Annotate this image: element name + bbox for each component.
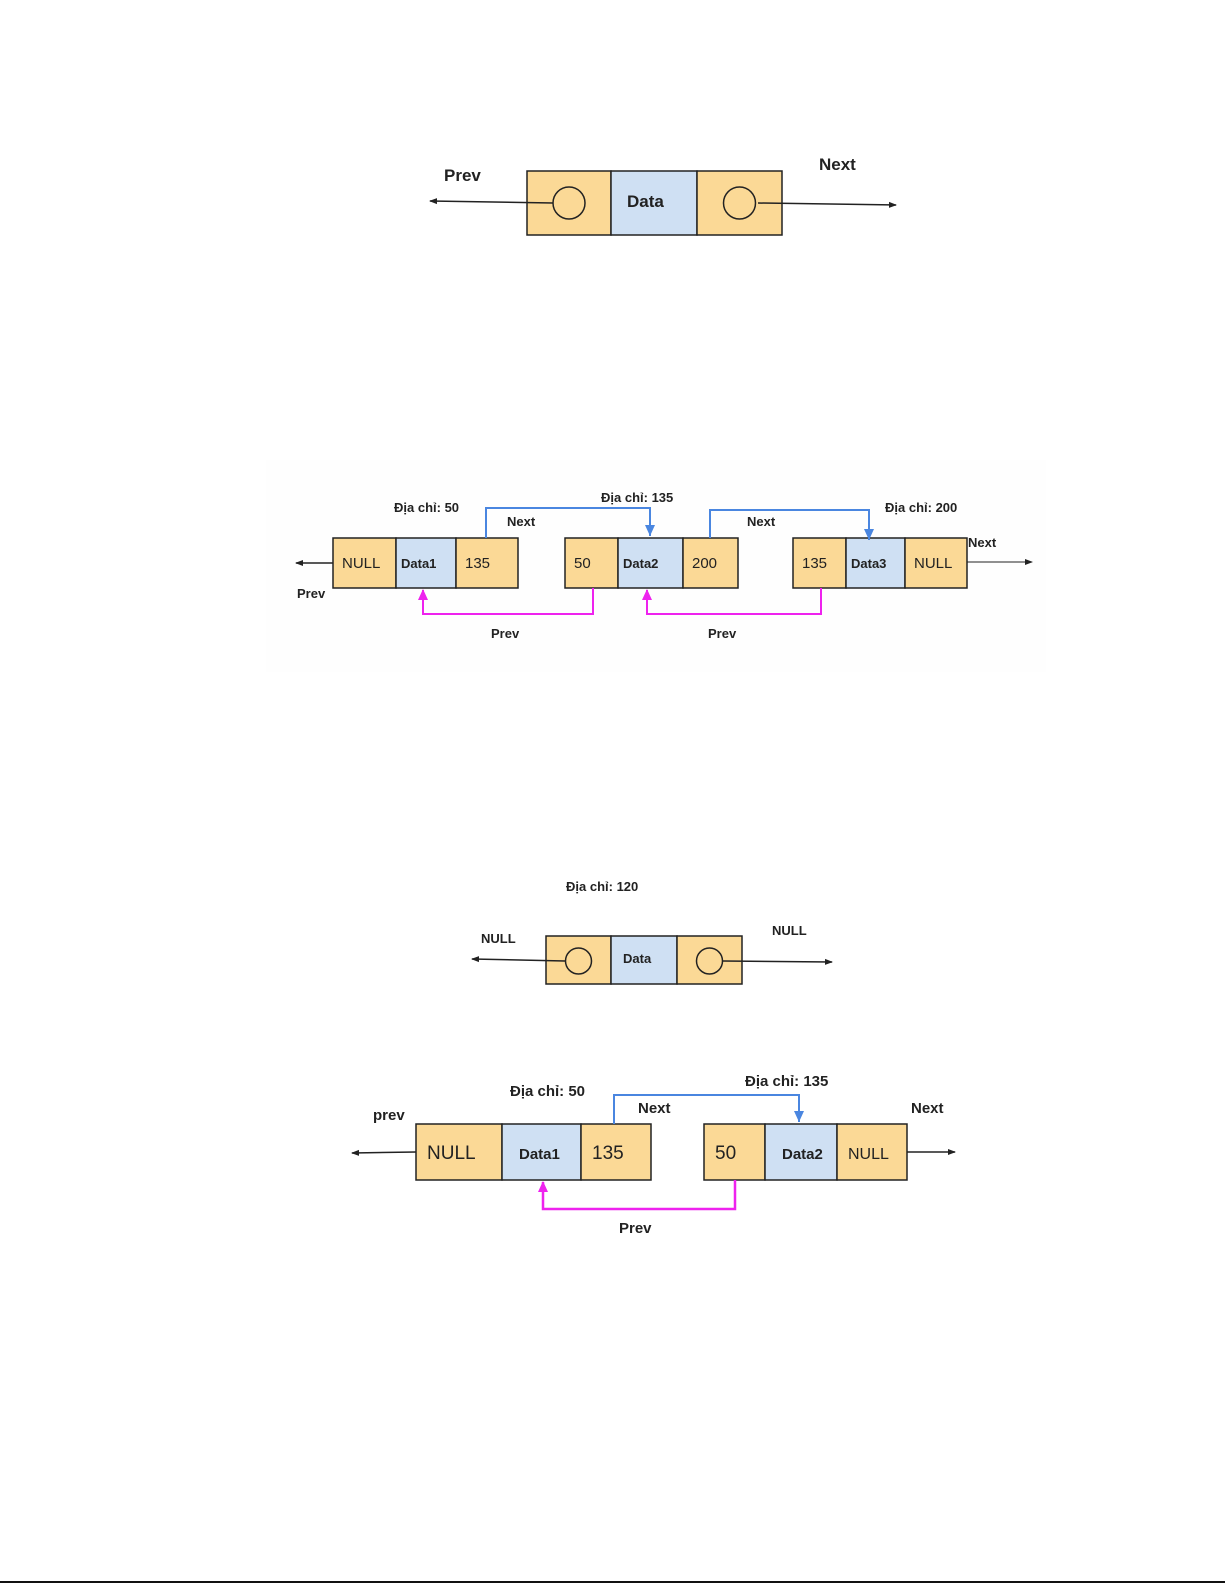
right-null-arrow bbox=[722, 958, 833, 965]
node1-cell-text: 135 bbox=[465, 555, 490, 572]
node3-cell-text: 135 bbox=[802, 555, 827, 572]
node-cell-data bbox=[610, 170, 698, 236]
node3-cell-text: NULL bbox=[914, 555, 952, 572]
figure-single-node: Data Địa chỉ: 120 NULL NULL bbox=[471, 879, 833, 985]
node2-cell-2 bbox=[617, 537, 684, 589]
next-label-3: Next bbox=[968, 535, 997, 550]
prev-label: Prev bbox=[619, 1220, 652, 1237]
node2-cell-3 bbox=[836, 1123, 908, 1181]
node1-cell-3 bbox=[455, 537, 519, 589]
node2-cell-text: 50 bbox=[574, 555, 591, 572]
address-label-node3: Địa chỉ: 200 bbox=[885, 500, 957, 515]
prev-label-2: Prev bbox=[708, 626, 737, 641]
node1-cell-text: 135 bbox=[592, 1143, 624, 1164]
node2-cell-2 bbox=[764, 1123, 838, 1181]
prev-label: Prev bbox=[444, 166, 481, 185]
prev-arrow bbox=[429, 198, 554, 205]
node2-cell-3 bbox=[682, 537, 739, 589]
next-link-1-2 bbox=[485, 507, 655, 538]
prev-link-2-1 bbox=[538, 1180, 737, 1211]
next-label-2: Next bbox=[911, 1100, 944, 1117]
node2-cell-text: Data2 bbox=[782, 1146, 823, 1163]
next-label-2: Next bbox=[747, 514, 776, 529]
node1-cell-text: Data1 bbox=[401, 556, 436, 571]
node2-cell-text: 200 bbox=[692, 555, 717, 572]
node3-cell-2 bbox=[845, 537, 906, 589]
prev-link-3-2 bbox=[642, 588, 822, 615]
prev-label-1: Prev bbox=[491, 626, 520, 641]
figure-three-node-list: NULL Data1 135 50 Data2 200 135 Data3 NULL Địa c… bbox=[295, 490, 1033, 641]
node2-cell-text: NULL bbox=[848, 1146, 889, 1163]
node2-cell-text: 50 bbox=[715, 1143, 736, 1164]
prev-label-head: Prev bbox=[297, 586, 326, 601]
right-null-label: NULL bbox=[772, 923, 807, 938]
figure-two-node-list: NULL Data1 135 50 Data2 NULL Địa chỉ: 50 Địa … bbox=[351, 1073, 956, 1237]
head-prev-arrow bbox=[351, 1149, 417, 1156]
pointer-circle-icon bbox=[695, 947, 724, 975]
node2-cell-text: Data2 bbox=[623, 556, 658, 571]
prev-left-label: prev bbox=[373, 1107, 405, 1124]
pointer-circle-icon bbox=[722, 186, 757, 220]
next-label-1: Next bbox=[507, 514, 536, 529]
address-label: Địa chỉ: 120 bbox=[566, 879, 638, 894]
address-label-node2: Địa chỉ: 135 bbox=[601, 490, 673, 505]
address-label-node2: Địa chỉ: 135 bbox=[745, 1073, 828, 1090]
next-link-2-3 bbox=[709, 509, 874, 540]
next-label-1: Next bbox=[638, 1100, 671, 1117]
address-label-node1: Địa chỉ: 50 bbox=[394, 500, 459, 515]
node1-cell-1 bbox=[332, 537, 397, 589]
data-cell-label: Data bbox=[627, 192, 664, 211]
prev-link-2-1 bbox=[418, 588, 594, 615]
next-label: Next bbox=[819, 155, 856, 174]
node1-cell-2 bbox=[395, 537, 457, 589]
pointer-circle-icon bbox=[564, 947, 593, 975]
node2-cell-1 bbox=[564, 537, 619, 589]
next-link-1-2 bbox=[613, 1094, 804, 1124]
figure-node-structure: Data Prev Next bbox=[429, 155, 897, 236]
page-bottom-rule bbox=[0, 1581, 1225, 1583]
node3-cell-text: Data3 bbox=[851, 556, 886, 571]
node1-cell-3 bbox=[580, 1123, 652, 1181]
node-cell-pointer bbox=[676, 935, 743, 985]
left-null-arrow bbox=[471, 956, 566, 963]
address-label-node1: Địa chỉ: 50 bbox=[510, 1083, 585, 1100]
node1-cell-1 bbox=[415, 1123, 503, 1181]
node1-cell-text: NULL bbox=[427, 1143, 476, 1164]
node-cell-pointer bbox=[545, 935, 612, 985]
node1-cell-text: NULL bbox=[342, 555, 380, 572]
node1-cell-2 bbox=[501, 1123, 582, 1181]
node3-cell-3 bbox=[904, 537, 968, 589]
next-arrow bbox=[757, 201, 897, 208]
node1-cell-text: Data1 bbox=[519, 1146, 560, 1163]
data-cell-label: Data bbox=[623, 951, 652, 966]
left-null-label: NULL bbox=[481, 931, 516, 946]
